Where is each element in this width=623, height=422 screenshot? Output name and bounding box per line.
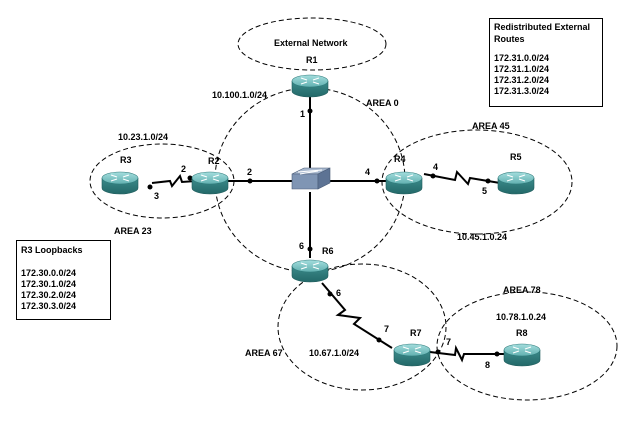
router-r7-label: R7 xyxy=(410,328,422,338)
area-67-label: AREA 67 xyxy=(245,348,283,358)
list-item: 172.30.3.0/24 xyxy=(21,301,77,311)
area-external-label: External Network xyxy=(274,38,349,48)
router-r4-icon[interactable] xyxy=(385,171,423,195)
link-r6-r7-serial xyxy=(321,282,393,349)
link-r4-r5-serial xyxy=(423,169,501,186)
redistributed-routes-title: Redistributed External Routes xyxy=(494,22,591,44)
subnet-10-23-label: 10.23.1.0/24 xyxy=(118,132,168,142)
iface-r1-switch: 1 xyxy=(300,109,305,119)
link-r1-switch xyxy=(307,92,313,170)
router-r3-icon[interactable] xyxy=(101,171,139,195)
link-r7-r8-serial xyxy=(429,344,504,363)
list-item: 172.31.0.0/24 xyxy=(494,53,550,63)
router-r8-label: R8 xyxy=(516,328,528,338)
iface-r7-r8: 7 xyxy=(446,337,451,347)
subnet-10-100-label: 10.100.1.0/24 xyxy=(212,90,267,100)
list-item: 172.30.2.0/24 xyxy=(21,290,77,300)
list-item: 172.30.1.0/24 xyxy=(21,279,77,289)
r3-loopbacks-box: R3 Loopbacks 172.30.0.0/24 172.30.1.0/24… xyxy=(16,240,111,320)
router-r1-icon[interactable] xyxy=(291,74,329,98)
iface-r3-r2: 3 xyxy=(154,191,159,201)
subnet-10-45-label: 10.45.1.0.24 xyxy=(457,232,507,242)
router-r2-icon[interactable] xyxy=(191,171,229,195)
iface-r6-r7: 6 xyxy=(336,288,341,298)
router-r6-icon[interactable] xyxy=(291,259,329,283)
iface-r5-r4: 5 xyxy=(482,186,487,196)
r3-loopbacks-title: R3 Loopbacks xyxy=(21,245,83,255)
iface-r7-r6: 7 xyxy=(384,324,389,334)
redistributed-routes-list: 172.31.0.0/24 172.31.1.0/24 172.31.2.0/2… xyxy=(494,53,598,97)
link-r6-switch xyxy=(307,192,313,258)
router-r2-label: R2 xyxy=(208,156,220,166)
iface-r4-switch: 4 xyxy=(365,167,370,177)
list-item: 172.31.3.0/24 xyxy=(494,86,550,96)
iface-r2-switch: 2 xyxy=(247,167,252,177)
router-r5-icon[interactable] xyxy=(497,171,535,195)
iface-r8-r7: 8 xyxy=(485,360,490,370)
area-external-boundary xyxy=(237,17,387,71)
r3-loopbacks-list: 172.30.0.0/24 172.30.1.0/24 172.30.2.0/2… xyxy=(21,268,106,312)
list-item: 172.30.0.0/24 xyxy=(21,268,77,278)
area-78-boundary xyxy=(436,291,618,401)
area-67-boundary xyxy=(277,263,447,391)
router-r5-label: R5 xyxy=(510,152,522,162)
link-r4-switch xyxy=(330,178,388,184)
list-item: 172.31.2.0/24 xyxy=(494,75,550,85)
subnet-10-78-label: 10.78.1.0.24 xyxy=(496,312,546,322)
router-r3-label: R3 xyxy=(120,155,132,165)
iface-r4-r5: 4 xyxy=(433,162,438,172)
area-45-label: AREA 45 xyxy=(472,121,510,131)
link-r2-switch xyxy=(226,178,292,184)
list-item: 172.31.1.0/24 xyxy=(494,64,550,74)
router-r7-icon[interactable] xyxy=(393,343,431,367)
router-r6-label: R6 xyxy=(322,246,334,256)
router-r8-icon[interactable] xyxy=(503,343,541,367)
switch-icon[interactable] xyxy=(291,167,331,190)
subnet-10-67-label: 10.67.1.0/24 xyxy=(309,348,359,358)
redistributed-routes-box: Redistributed External Routes 172.31.0.0… xyxy=(489,18,603,107)
router-r4-label: R4 xyxy=(394,154,406,164)
area-23-label: AREA 23 xyxy=(114,226,152,236)
iface-r2-r3: 2 xyxy=(181,164,186,174)
area-0-label: AREA 0 xyxy=(366,98,399,108)
router-r1-label: R1 xyxy=(306,55,318,65)
iface-r6-switch: 6 xyxy=(299,241,304,251)
area-78-label: AREA 78 xyxy=(503,285,541,295)
link-r3-r2-serial xyxy=(147,173,197,190)
